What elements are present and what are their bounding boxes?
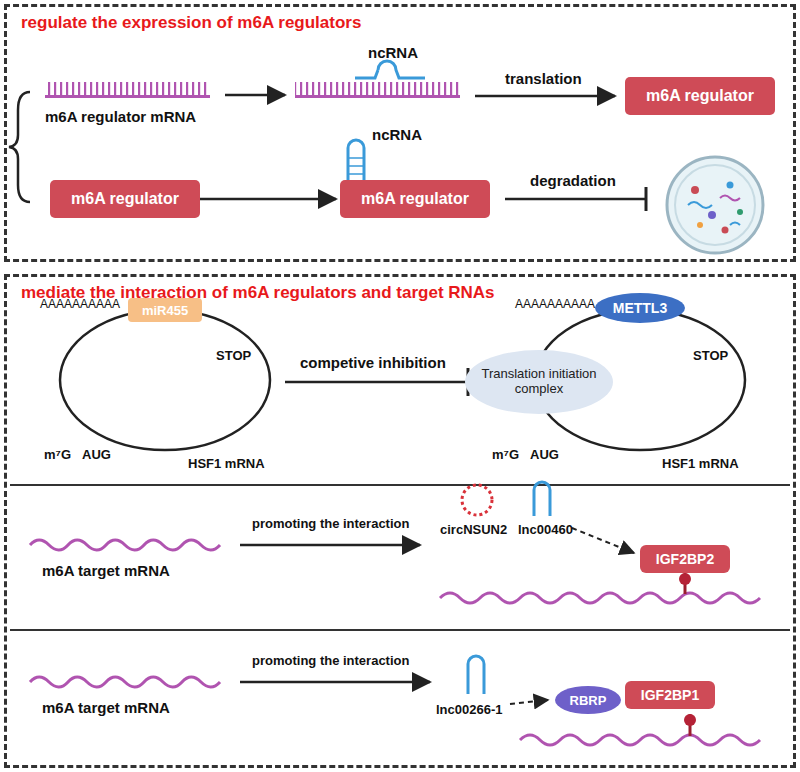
text-label: lnc00460 <box>518 522 573 537</box>
regulator-box: m6A regulator <box>50 180 200 218</box>
box-label: Translation initiation complex <box>465 367 613 397</box>
text-label: ncRNA <box>372 126 422 143</box>
divider <box>10 484 790 486</box>
brace <box>9 92 30 202</box>
arrow-connector <box>200 198 336 201</box>
text-label: m⁷G <box>492 447 519 462</box>
mrna-strand <box>440 593 760 603</box>
regulator-box: m6A regulator <box>625 77 775 115</box>
divider <box>10 629 790 631</box>
text-label: HSF1 mRNA <box>662 456 739 471</box>
text-label: promoting the interaction <box>252 516 409 531</box>
mrna-strand <box>295 82 460 98</box>
inhibition-arrow <box>285 381 466 384</box>
mirna-box: miR455 <box>128 298 202 322</box>
text-label: m6A target mRNA <box>42 699 170 716</box>
m6a-pin <box>679 573 691 585</box>
box-label: m6A regulator <box>646 87 754 105</box>
arrow <box>475 95 615 98</box>
inhibition-bar <box>645 187 648 211</box>
circular-mrna <box>60 310 270 450</box>
writer-ellipse: METTL3 <box>595 293 685 323</box>
circrna-symbol <box>462 485 492 515</box>
text-label: m6A target mRNA <box>42 562 170 579</box>
reader-box: IGF2BP1 <box>625 681 715 709</box>
text-label: AUG <box>530 447 559 462</box>
complex-ellipse: Translation initiation complex <box>465 350 613 414</box>
text-label: competive inhibition <box>300 354 446 371</box>
text-label: degradation <box>530 172 616 189</box>
text-label: HSF1 mRNA <box>188 456 265 471</box>
text-label: translation <box>505 70 582 87</box>
box-label: m6A regulator <box>361 190 469 208</box>
mrna-strand <box>520 735 760 745</box>
box-label: IGF2BP2 <box>656 551 714 567</box>
arrow <box>240 544 420 547</box>
mrna-strand <box>30 677 220 687</box>
panel-heading: regulate the expression of m6A regulator… <box>21 13 361 33</box>
box-label: IGF2BP1 <box>641 687 699 703</box>
ncrna-symbol <box>348 140 364 182</box>
mrna-strand <box>30 540 220 550</box>
m6a-pin <box>684 714 696 726</box>
regulator-box: m6A regulator <box>340 180 490 218</box>
text-label: STOP <box>693 348 728 363</box>
text-label: STOP <box>216 348 251 363</box>
text-label: circNSUN2 <box>440 522 507 537</box>
lncrna-symbol <box>534 482 550 516</box>
petri-dish <box>667 157 763 253</box>
text-label: AAAAAAAAAA <box>40 297 120 311</box>
text-label: m6A regulator mRNA <box>45 108 196 125</box>
arrow <box>240 681 430 684</box>
arrow <box>225 94 285 97</box>
lncrna-symbol <box>468 656 484 694</box>
text-label: m⁷G <box>44 447 71 462</box>
box-label: RBRP <box>570 693 607 708</box>
box-label: METTL3 <box>613 300 667 316</box>
text-label: promoting the interaction <box>252 653 409 668</box>
reader-box: IGF2BP2 <box>640 545 730 573</box>
inhibition-arrow <box>505 198 645 201</box>
text-label: AAAAAAAAAA <box>515 297 595 311</box>
box-label: miR455 <box>142 303 188 318</box>
mrna-strand <box>45 82 210 98</box>
box-label: m6A regulator <box>71 190 179 208</box>
text-label: ncRNA <box>368 44 418 61</box>
dashed-arrow <box>510 700 548 704</box>
dashed-arrow <box>572 528 634 553</box>
text-label: lnc00266-1 <box>436 702 503 717</box>
text-label: AUG <box>82 447 111 462</box>
ncrna-symbol <box>355 61 425 78</box>
protein-ellipse: RBRP <box>555 686 621 714</box>
